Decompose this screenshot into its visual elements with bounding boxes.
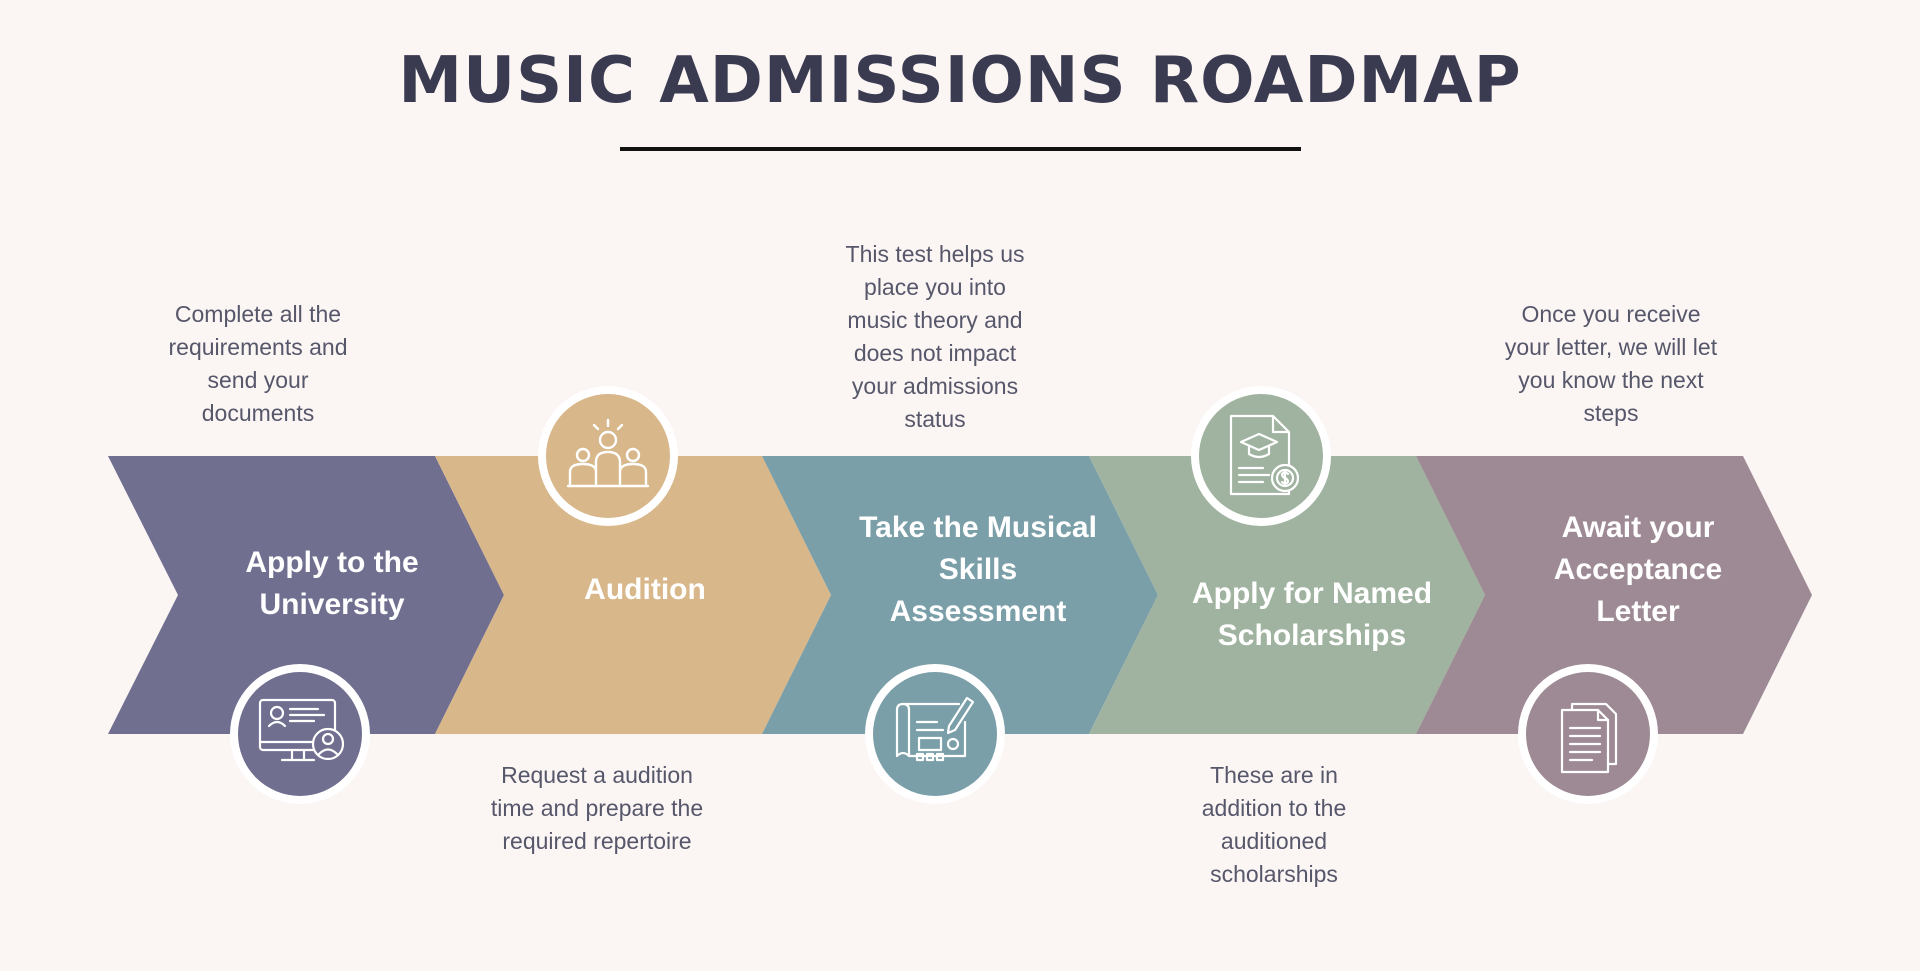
step-3-title: Take the Musical Skills Assessment <box>859 511 1097 628</box>
step-2-title: Audition <box>584 573 706 606</box>
documents-icon <box>1518 664 1658 804</box>
group-presentation-icon <box>538 386 678 526</box>
step-2-description: Request a audition time and prepare the … <box>490 762 704 854</box>
chevron-step-1 <box>108 456 504 734</box>
chevron-step-5 <box>1416 456 1812 734</box>
badge-fill-5 <box>1526 672 1650 796</box>
badge-fill-3 <box>873 672 997 796</box>
scholarship-document-icon <box>1191 386 1331 526</box>
badge-fill-1 <box>238 672 362 796</box>
step-4-title: Apply for Named Scholarships <box>1191 577 1433 652</box>
title-underline <box>620 147 1301 151</box>
chevron-step-3 <box>762 456 1158 734</box>
step-1-description: Complete all the requirements and send y… <box>168 301 348 426</box>
step-5-title: Await your Acceptance Letter <box>1553 511 1723 628</box>
badge-fill-2 <box>546 394 670 518</box>
chevron-step-2 <box>435 456 831 734</box>
step-3-description: This test helps us place you into music … <box>845 241 1025 432</box>
step-4-description: These are in addition to the auditioned … <box>1201 762 1347 887</box>
step-5-description: Once you receive your letter, we will le… <box>1504 301 1718 426</box>
chevron-step-4 <box>1089 456 1485 734</box>
step-1-title: Apply to the University <box>245 546 419 621</box>
page-title: MUSIC ADMISSIONS ROADMAP <box>398 44 1522 118</box>
computer-user-icon <box>230 664 370 804</box>
blueprint-pencil-icon <box>865 664 1005 804</box>
